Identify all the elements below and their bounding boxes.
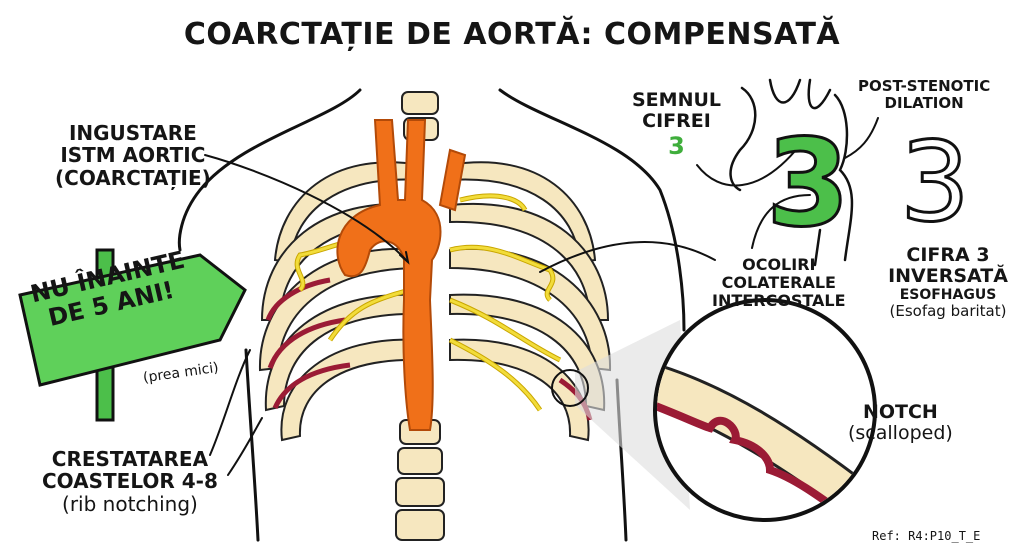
label-line: (scalloped) [848,422,953,445]
arm-line-left [244,348,260,542]
arrow-collaterals [539,241,716,273]
sign-post [18,248,247,422]
label-line: CIFREI [642,110,711,133]
label-line: INTERCOSTALE [712,290,846,310]
label-line: POST-STENOTIC [858,77,991,95]
aorta [336,119,467,431]
torso-outline-right [498,88,686,332]
label-line: COASTELOR 4-8 [42,469,218,494]
label-line: ISTM AORTIC [60,143,206,168]
collateral-vessels-fill [295,194,561,411]
aortic-arch-outline [729,86,757,192]
label-line: COLATERALE [721,272,836,292]
label-line: OCOLIRI [742,255,816,274]
page-title: COARCTAȚIE DE AORTĂ: COMPENSATĂ [183,17,841,52]
label-line: CRESTATAREA [51,447,209,471]
label-inverted-three: CIFRA 3 INVERSATĂ ESOFHAGUS (Esofag bari… [873,244,1023,321]
arrow-post-stenotic [844,117,879,159]
label-line: (rib notching) [62,491,198,516]
label-line: (COARCTAȚIE) [55,165,211,190]
label-line: CIFRA 3 [906,244,990,266]
label-line: ESOFHAGUS [899,286,997,303]
label-line: 3 [668,131,685,160]
label-collaterals: OCOLIRI COLATERALE INTERCOSTALE [712,256,846,310]
label-rib-notching: CRESTATAREA COASTELOR 4-8 (rib notching) [42,447,218,516]
label-line: NOTCH [862,401,938,423]
reference-code: Ref: R4:P10_T_E [872,529,981,543]
rib-cage [258,161,612,442]
label-line: INGUSTARE [68,121,197,145]
arrow-coarctation [204,154,409,263]
arrow-ocoliri [751,194,811,249]
label-figure-three-sign: SEMNUL CIFREI 3 [632,89,722,160]
label-post-stenotic: POST-STENOTIC DILATION [858,78,990,112]
notch-edge [657,396,873,518]
arrow-semnul [696,144,801,187]
label-coarctation: INGUSTARE ISTM AORTIC (COARCTAȚIE) [55,121,211,190]
inverted-three-esophagus: 3 [900,118,970,246]
label-line: INVERSATĂ [888,265,1008,288]
label-line: (Esofag baritat) [889,302,1007,321]
label-line: DILATION [884,93,964,112]
arrow-rib-notching-2 [227,417,263,476]
figure-three-sign: 3 [766,115,850,254]
label-notch: NOTCH (scalloped) [848,401,953,445]
torso-outline-left [177,88,362,252]
arrow-rib-notching-1 [209,349,251,456]
label-line: SEMNUL [632,89,722,111]
magnifier-callout [551,298,877,522]
